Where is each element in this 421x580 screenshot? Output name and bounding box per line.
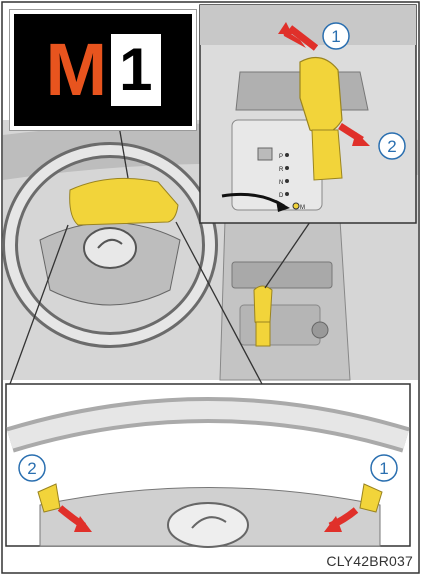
- gate-label-d: D: [279, 193, 284, 199]
- gate-label-p: P: [279, 154, 283, 160]
- gate-label-r: R: [279, 167, 284, 173]
- gear-number: 1: [111, 34, 160, 106]
- center-console: [220, 220, 350, 380]
- paddle-number-left: 2: [27, 459, 36, 478]
- step-1-number: 1: [331, 27, 340, 46]
- step-2-number: 2: [387, 137, 396, 156]
- gate-label-m: M: [300, 205, 305, 211]
- gate-label-n: N: [279, 180, 283, 186]
- paddle-inset: [6, 384, 410, 547]
- shift-lever-small: [254, 286, 272, 326]
- gear-display-inset: M 1: [10, 10, 196, 130]
- mode-letter: M: [45, 33, 107, 107]
- reference-code: CLY42BR037: [326, 553, 413, 569]
- shifter-inset: [200, 5, 416, 223]
- paddle-number-right: 1: [379, 459, 388, 478]
